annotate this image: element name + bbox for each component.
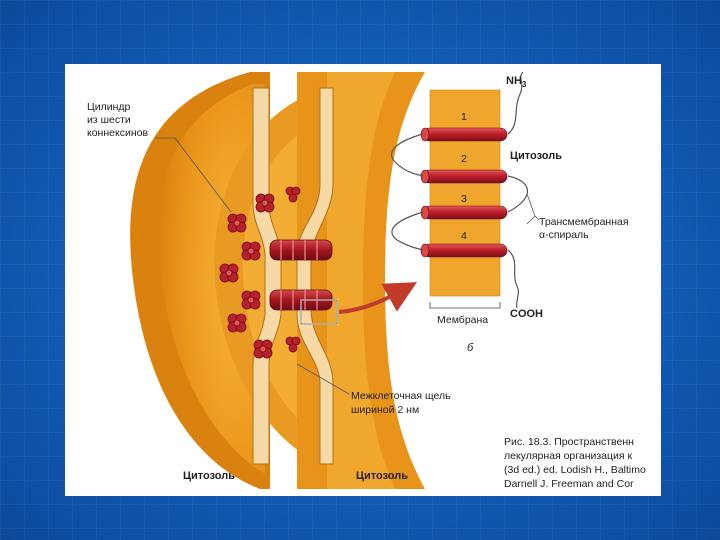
membrane-edge-left	[252, 87, 282, 465]
pointer-cylinder	[155, 137, 232, 213]
helix-2	[420, 169, 508, 184]
helix-loops	[391, 71, 528, 309]
caption-line-1: Рис. 18.3. Пространственн	[504, 436, 634, 448]
caption-line-2: лекулярная организация к	[504, 450, 633, 462]
helix-number-3: 3	[461, 193, 467, 205]
membrane-edge-right	[296, 87, 334, 465]
label-cytosol-bottom-left: Цитозоль	[183, 470, 236, 482]
label-cylinder-line2: из шести	[87, 114, 131, 126]
helix-number-4: 4	[461, 230, 467, 242]
helix-4	[420, 243, 508, 258]
label-cytosol-bottom-mid: Цитозоль	[356, 470, 409, 482]
gap-junction-illustration	[130, 71, 661, 496]
label-cooh: COOH	[510, 308, 543, 320]
label-gap-line1: Межклеточная щель	[351, 390, 451, 402]
label-transmembrane-line2: α-спираль	[539, 229, 589, 241]
caption-line-3: (3d ed.) ed. Lodish H., Baltimo	[504, 464, 646, 476]
helix-1	[420, 127, 508, 142]
enlarged-membrane-panel	[391, 71, 540, 309]
label-cylinder-line3: коннексинов	[87, 127, 149, 139]
label-gap-line2: шириной 2 нм	[351, 404, 420, 416]
figure-caption: Рис. 18.3. Пространственн лекулярная орг…	[504, 435, 661, 491]
caption-line-4: Darnell J. Freeman and Cor	[504, 478, 634, 490]
label-cylinder-line1: Цилиндр	[87, 101, 131, 113]
label-panel-b: б	[467, 342, 474, 354]
gap-junction-figure: Цилиндр из шести коннексинов NH3 1 2 3 4…	[65, 64, 661, 496]
label-transmembrane-line1: Трансмембранная	[539, 216, 629, 228]
label-nh3: NH3	[506, 75, 527, 90]
label-cytosol-right: Цитозоль	[510, 150, 563, 162]
label-membrane: Мембрана	[437, 314, 489, 326]
pointer-gap	[296, 363, 350, 395]
helix-number-2: 2	[461, 153, 467, 165]
helix-3	[420, 205, 508, 220]
helix-number-1: 1	[461, 111, 467, 123]
connexon-clusters	[219, 186, 301, 359]
zoom-arrow	[338, 282, 417, 314]
